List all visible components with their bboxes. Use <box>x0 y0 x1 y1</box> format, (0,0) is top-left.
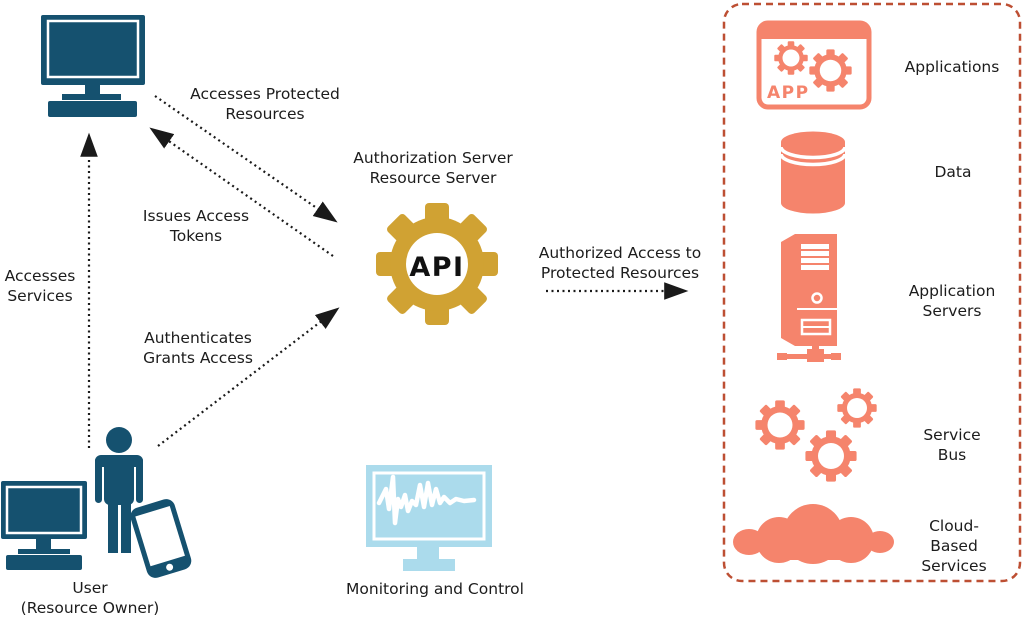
label-applications: Applications <box>904 58 1000 76</box>
label-accesses-services: Accesses Services <box>4 267 76 305</box>
label-application-servers: Application Servers <box>908 282 996 320</box>
label-issues-access-tokens: Issues Access Tokens <box>142 207 250 245</box>
label-monitoring-and-control: Monitoring and Control <box>346 580 524 598</box>
service-bus-gears-icon <box>748 385 880 485</box>
api-gear-label: API <box>409 252 464 283</box>
monitoring-monitor-icon <box>364 463 494 575</box>
protected-resources-panel-border <box>722 2 1022 583</box>
user-computer-icon <box>0 478 90 573</box>
label-user-resource-owner: User (Resource Owner) <box>20 579 160 617</box>
application-server-icon <box>777 234 841 366</box>
label-authorization-resource-server: Authorization Server Resource Server <box>353 149 513 187</box>
cloud-icon <box>733 500 895 572</box>
user-person-icon <box>88 420 150 556</box>
api-gear-icon: API <box>375 202 499 326</box>
applications-icon: APP <box>755 20 873 112</box>
waveform-icon <box>376 474 477 526</box>
client-computer-icon <box>38 12 145 118</box>
label-data: Data <box>934 163 972 181</box>
label-authenticates-grants-access: Authenticates Grants Access <box>143 329 253 367</box>
database-icon <box>779 131 847 215</box>
label-service-bus: Service Bus <box>923 426 981 464</box>
label-accesses-protected-resources: Accesses Protected Resources <box>190 85 340 123</box>
app-gear-large-icon <box>809 49 852 92</box>
label-cloud-based-services: Cloud-Based Services <box>921 517 987 575</box>
arrow-issues-access-tokens <box>149 127 334 257</box>
app-window-text: APP <box>767 83 810 103</box>
label-authorized-access: Authorized Access to Protected Resources <box>538 244 702 282</box>
app-gear-small-icon <box>774 41 808 75</box>
user-phone-icon <box>128 497 194 581</box>
